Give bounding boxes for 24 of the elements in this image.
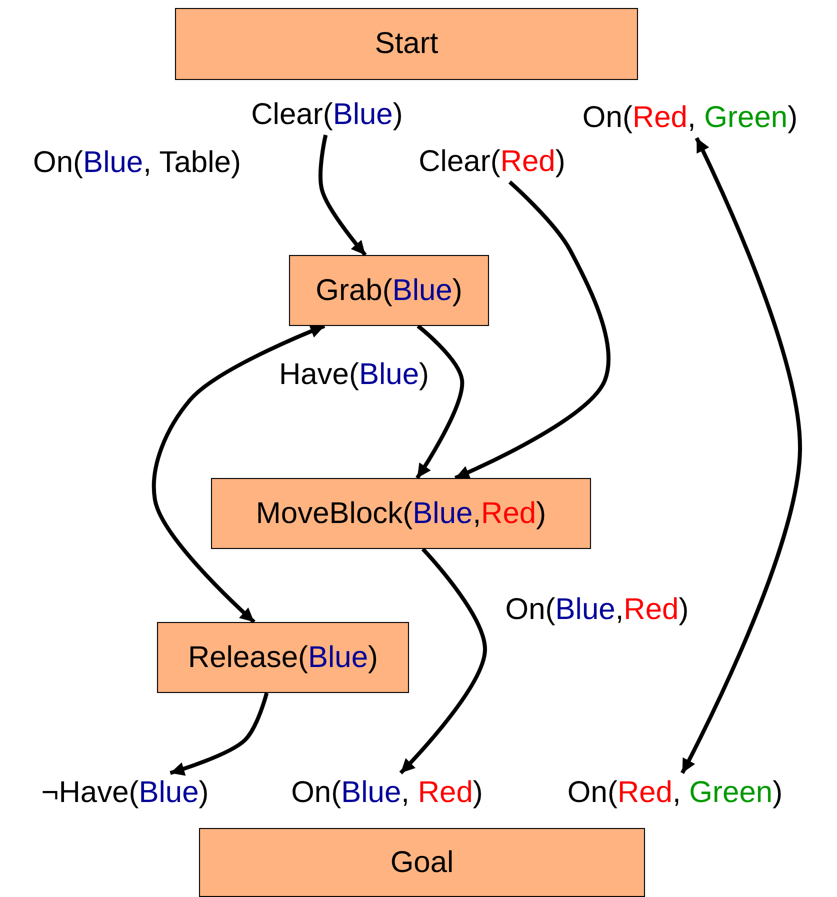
condition-text: On(Blue, Red)	[291, 776, 483, 810]
process-box	[199, 828, 645, 897]
condition-text: ¬Have(Blue)	[41, 776, 209, 810]
arrow	[152, 324, 326, 624]
process-box	[289, 255, 489, 326]
condition-text: Clear(Blue)	[251, 98, 403, 132]
process-box	[211, 478, 591, 549]
arrow	[170, 692, 269, 776]
arrow	[454, 180, 610, 480]
box-label: Grab(Blue)	[316, 274, 462, 308]
arrow	[318, 134, 367, 256]
box-label: Start	[374, 27, 438, 61]
condition-text: Clear(Red)	[418, 145, 566, 179]
arrow	[680, 137, 802, 774]
box-label: MoveBlock(Blue,Red)	[256, 496, 546, 530]
condition-text: On(Red, Green)	[567, 776, 783, 810]
condition-text: On(Red, Green)	[582, 101, 798, 135]
condition-text: On(Blue, Table)	[33, 146, 241, 180]
box-label: Goal	[390, 846, 454, 880]
process-box	[175, 8, 638, 80]
arrow	[416, 324, 464, 480]
box-label: Release(Blue)	[188, 640, 378, 674]
process-box	[157, 622, 409, 693]
arrow	[399, 548, 487, 774]
